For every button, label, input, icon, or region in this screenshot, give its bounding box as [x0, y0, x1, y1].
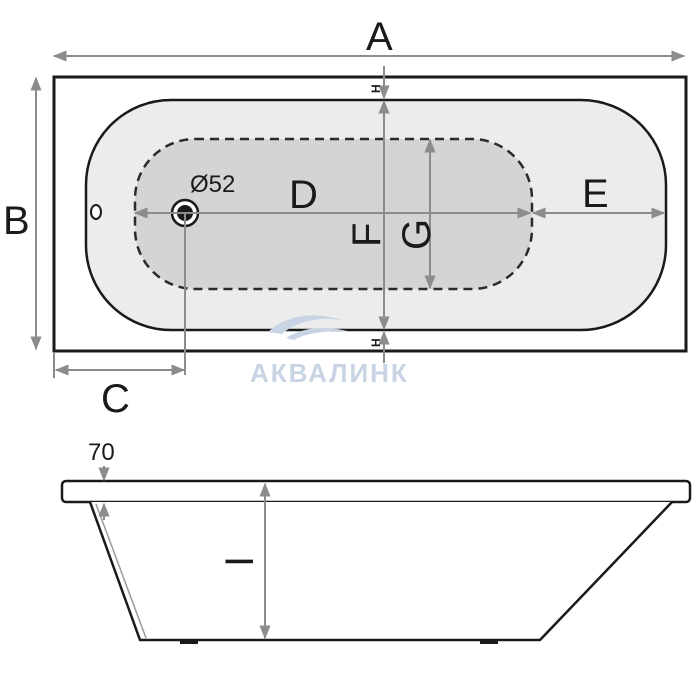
label-c: C [101, 377, 130, 421]
tub-side-rim [60, 479, 692, 504]
tub-side-foot-2 [480, 640, 498, 644]
label-h-bottom: H [369, 338, 383, 347]
overflow-hole [90, 204, 102, 220]
label-h-top: H [369, 84, 383, 93]
label-g: G [395, 219, 439, 250]
label-e: E [582, 172, 609, 216]
tub-side-body [88, 501, 673, 642]
label-d: D [289, 173, 318, 217]
watermark-logo: АКВАЛИНК [250, 315, 409, 388]
side-view: 70 I [60, 439, 692, 644]
label-f: F [345, 223, 389, 247]
tub-side-foot [180, 640, 198, 644]
label-i: I [218, 556, 262, 567]
wave-icon [268, 315, 348, 334]
watermark-text: АКВАЛИНК [250, 358, 409, 388]
label-a: A [366, 15, 393, 59]
tub-side-inner-wall [95, 503, 147, 639]
label-b: B [3, 199, 30, 243]
label-rim-thickness: 70 [88, 439, 115, 466]
top-view: A B C D E Ø52 F G H H [3, 15, 688, 421]
label-drain-diameter: Ø52 [190, 171, 235, 198]
